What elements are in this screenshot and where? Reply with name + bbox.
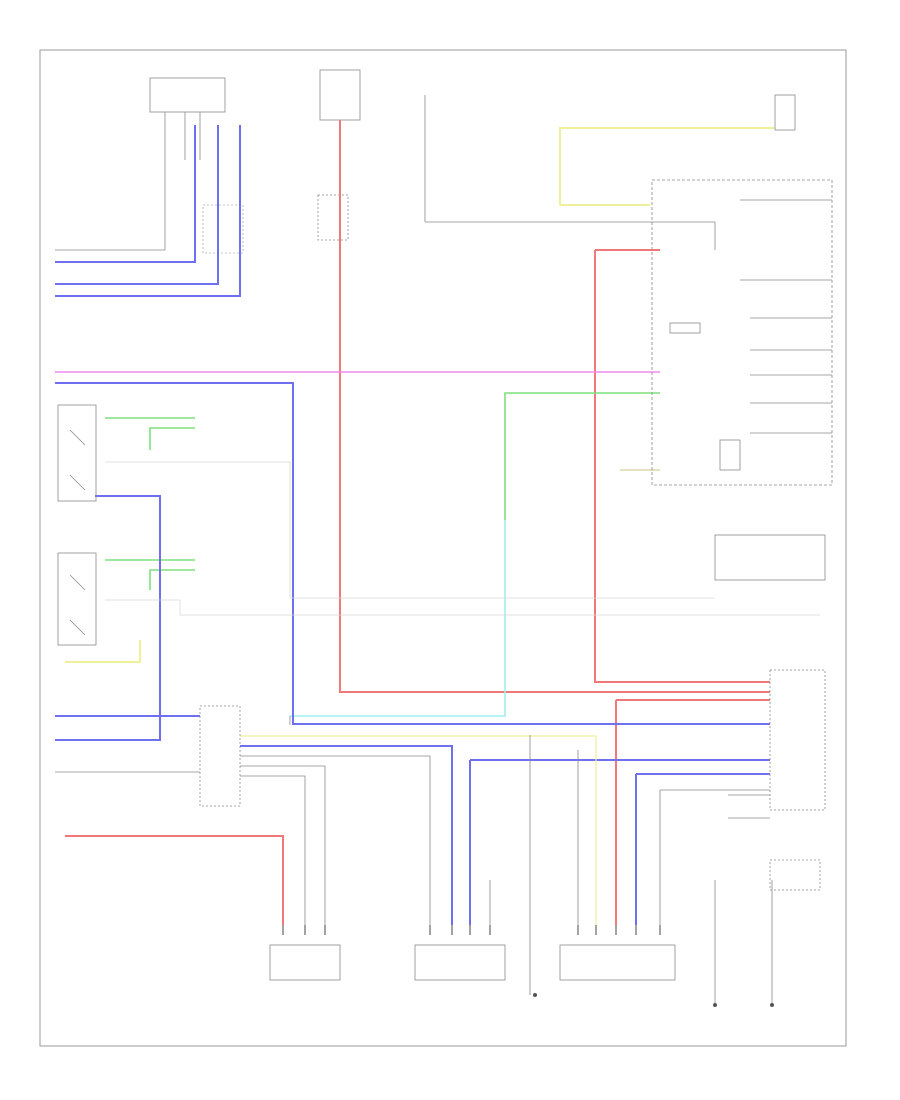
diagram-frame	[39, 49, 847, 1047]
top-center-block	[317, 69, 716, 250]
green-wires	[105, 392, 660, 590]
right-ecu-blocks	[714, 94, 826, 891]
ground-symbols	[533, 993, 774, 1007]
light-gray-wires	[105, 461, 820, 616]
bottom-connectors	[269, 944, 676, 981]
blue-wires-middle	[55, 382, 770, 925]
top-left-switch-block	[149, 77, 244, 254]
left-switch-upper	[57, 404, 97, 502]
blue-wires-top-left	[55, 125, 241, 297]
junction-connector	[199, 705, 241, 807]
gray-wires-bottom	[55, 716, 773, 1005]
yellow-wires	[65, 127, 775, 663]
cyan-wire	[290, 520, 506, 717]
yellow-thin-wires	[240, 735, 597, 925]
connector-pins	[282, 925, 661, 935]
left-switch-lower	[57, 552, 97, 646]
combination-meter	[651, 179, 833, 486]
red-wires	[65, 120, 770, 925]
